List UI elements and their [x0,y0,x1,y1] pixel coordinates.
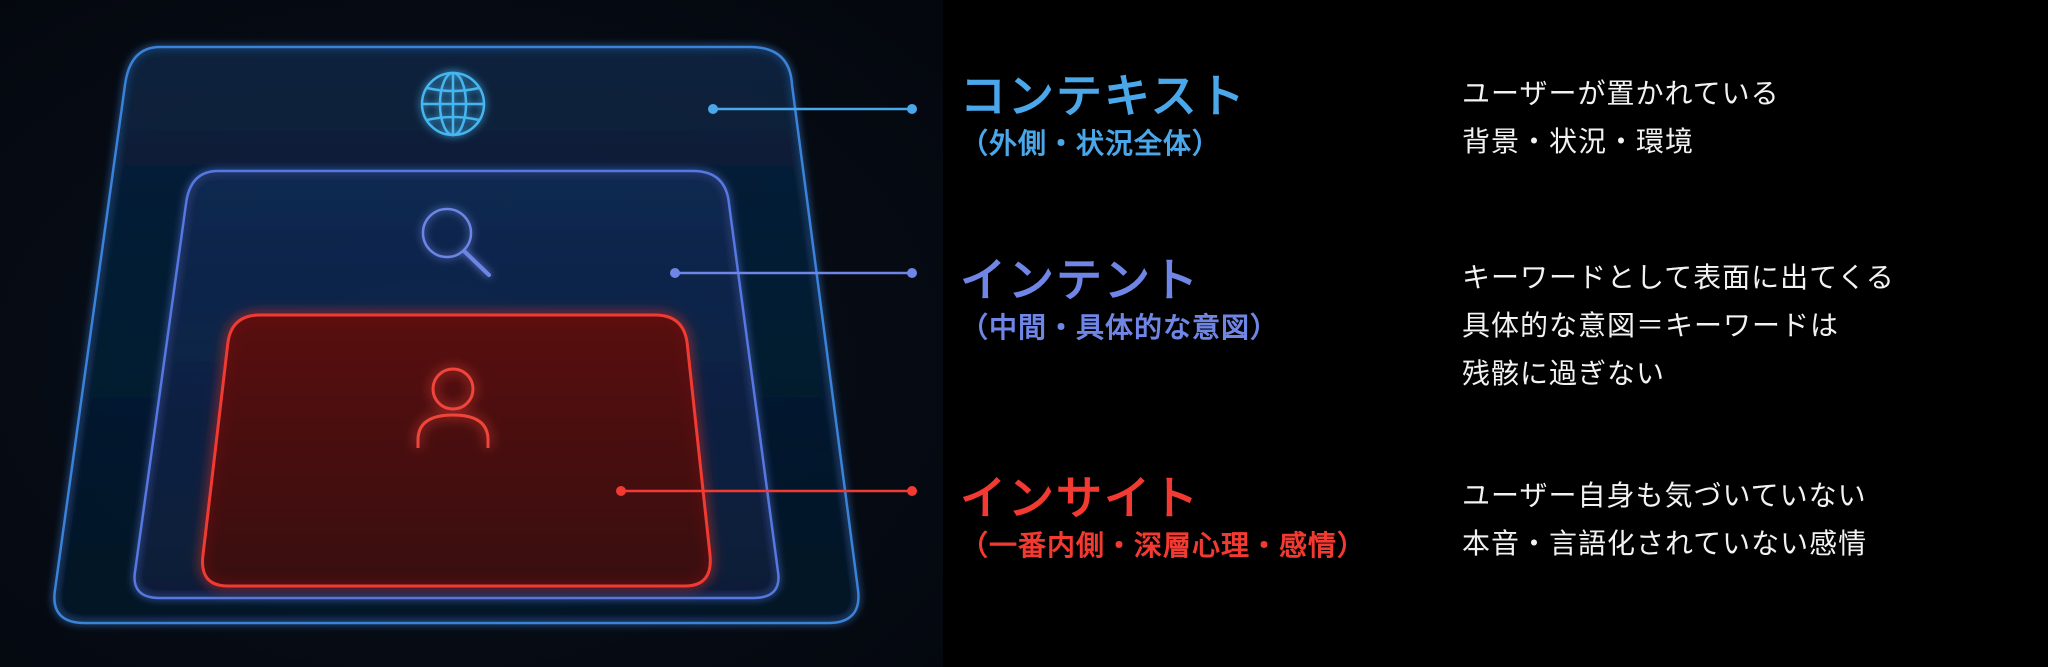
insight-title: インサイト [960,471,1200,525]
intent-connector [670,268,917,278]
context-description-line: ユーザーが置かれている [1462,77,1780,110]
context-subtitle: （外側・状況全体） [960,127,1222,160]
nested-layers-diagram [53,45,917,625]
insight-layer-shape [201,313,712,588]
person-icon [416,367,490,448]
insight-subtitle: （一番内側・深層心理・感情） [960,529,1367,562]
insight-description-line: 本音・言語化されていない感情 [1462,527,1868,560]
intent-label: インテント （中間・具体的な意図） [960,252,1279,348]
insight-description: ユーザー自身も気づいていない 本音・言語化されていない感情 [1462,472,1867,568]
context-description-line: 背景・状況・環境 [1462,125,1695,158]
intent-title: インテント [960,253,1200,307]
context-title: コンテキスト [960,69,1247,123]
context-description: ユーザーが置かれている 背景・状況・環境 [1462,70,1780,166]
magnifier-icon [421,207,491,277]
intent-description: キーワードとして表面に出てくる 具体的な意図＝キーワードは 残骸に過ぎない [1462,254,1895,398]
insight-label: インサイト （一番内側・深層心理・感情） [960,470,1366,566]
context-label: コンテキスト （外側・状況全体） [960,68,1247,164]
intent-description-line: キーワードとして表面に出てくる [1462,261,1895,294]
insight-description-line: ユーザー自身も気づいていない [1462,479,1867,512]
globe-icon [420,71,486,137]
intent-description-line: 残骸に過ぎない [1462,357,1666,390]
intent-description-line: 具体的な意図＝キーワードは [1462,309,1840,342]
context-connector [708,104,917,114]
intent-subtitle: （中間・具体的な意図） [960,311,1280,344]
insight-connector [616,486,917,496]
insight-layer [201,313,712,588]
